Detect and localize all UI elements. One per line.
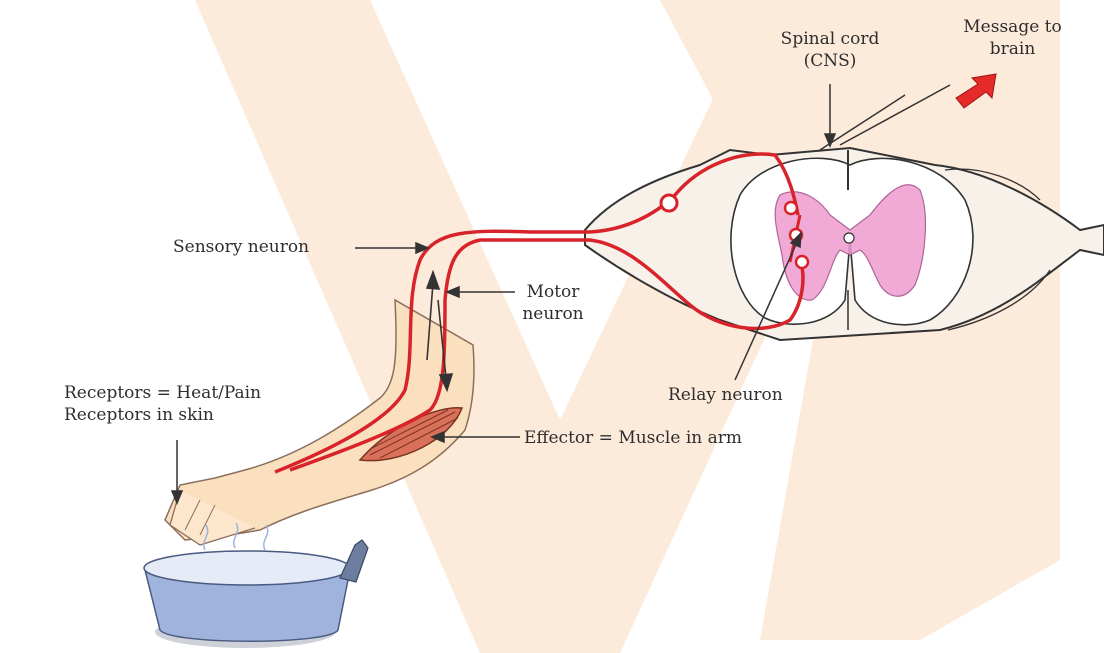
pan-icon: [144, 523, 368, 648]
message-to-brain-label: Message to brain: [940, 16, 1085, 60]
relay-neuron-label: Relay neuron: [668, 384, 783, 406]
spinal-cord-label: Spinal cord (CNS): [760, 28, 900, 72]
effector-label: Effector = Muscle in arm: [524, 427, 742, 449]
receptors-label: Receptors = Heat/Pain Receptors in skin: [64, 382, 261, 426]
motor-neuron-label: Motor neuron: [508, 281, 598, 325]
sensory-neuron-label: Sensory neuron: [173, 236, 309, 258]
